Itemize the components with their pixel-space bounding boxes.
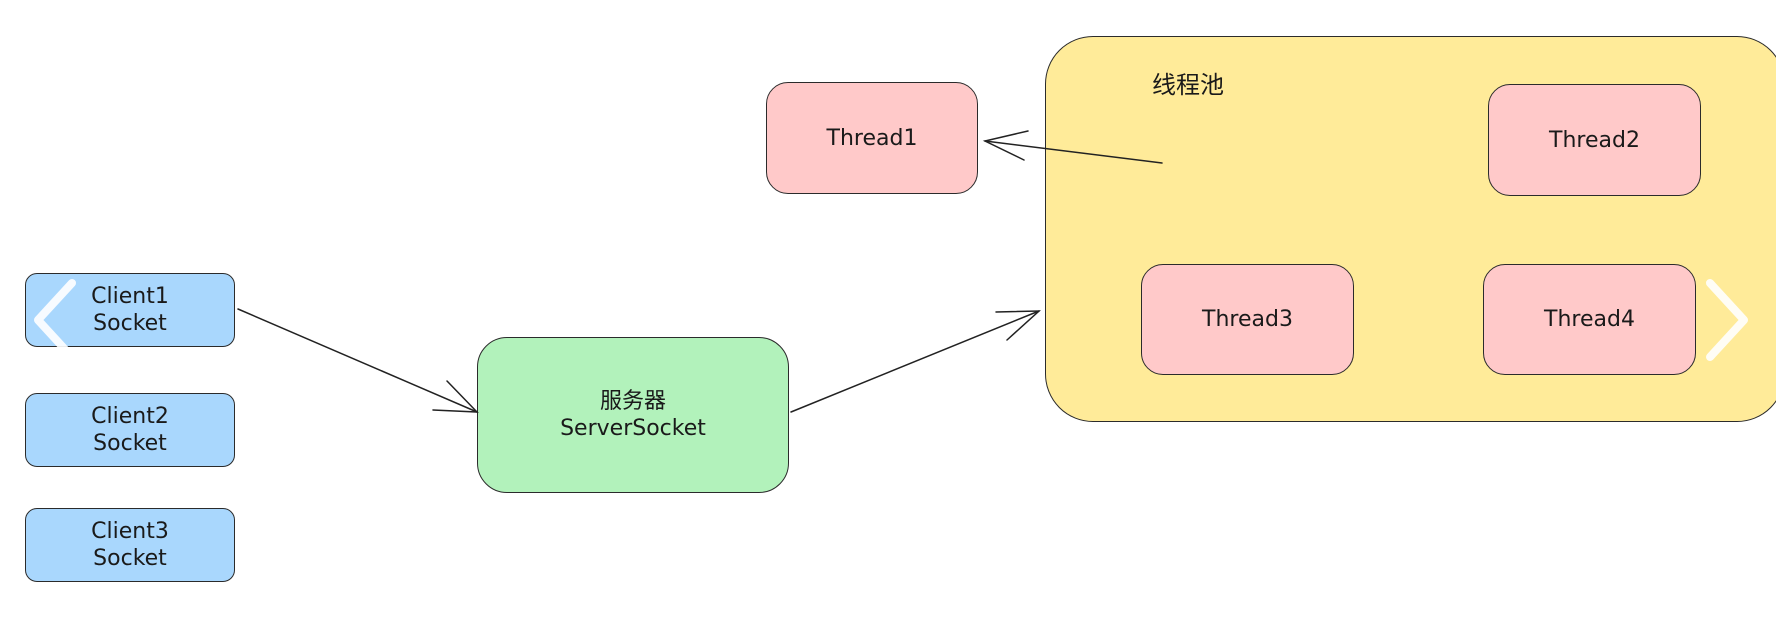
client1-name: Client1 (91, 284, 169, 309)
client2-socket-node: Client2 Socket (25, 393, 235, 467)
thread1-label: Thread1 (826, 125, 918, 151)
thread3-label: Thread3 (1202, 307, 1293, 332)
thread-pool-label: 线程池 (1152, 71, 1224, 99)
server-to-pool-arrow (790, 310, 1041, 413)
chevron-left-icon[interactable] (28, 275, 88, 365)
client2-socket-label: Socket (93, 431, 167, 456)
thread4-node: Thread4 (1483, 264, 1696, 375)
client3-socket-label: Socket (93, 546, 167, 571)
client3-socket-node: Client3 Socket (25, 508, 235, 582)
thread2-node: Thread2 (1488, 84, 1701, 196)
thread2-label: Thread2 (1549, 127, 1640, 153)
server-title: 服务器 (599, 389, 666, 414)
server-socket-label: ServerSocket (560, 416, 706, 441)
client3-name: Client3 (91, 519, 169, 544)
thread1-node: Thread1 (766, 82, 978, 194)
client1-socket-label: Socket (93, 311, 167, 336)
server-socket-node: 服务器 ServerSocket (477, 337, 789, 493)
thread3-node: Thread3 (1141, 264, 1354, 375)
chevron-right-icon[interactable] (1700, 275, 1760, 365)
client2-name: Client2 (91, 404, 169, 429)
client1-socket-node: Client1 Socket (25, 273, 235, 347)
client-to-server-arrow (237, 308, 479, 413)
thread4-label: Thread4 (1544, 307, 1635, 332)
